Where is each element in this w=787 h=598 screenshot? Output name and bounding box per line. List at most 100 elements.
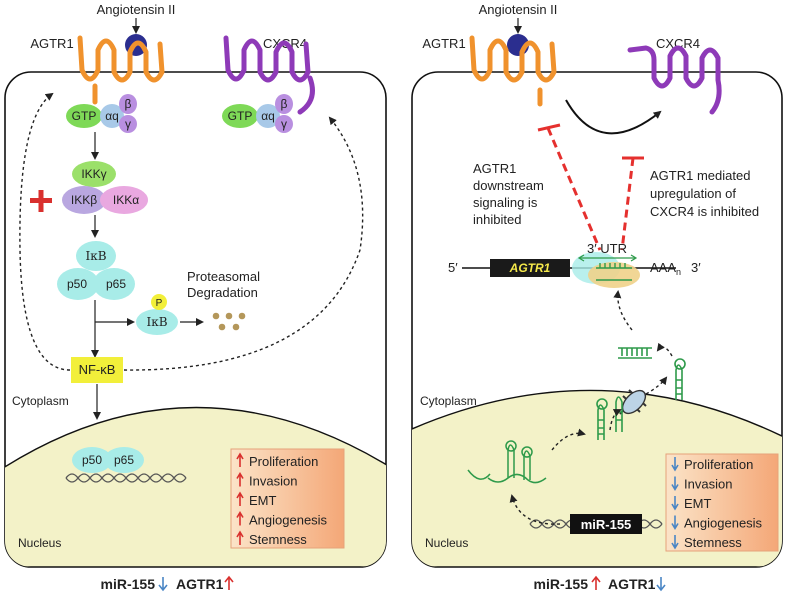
left-nucleus-label: Nucleus bbox=[18, 536, 61, 550]
left-agtr1-receptor bbox=[77, 35, 165, 105]
phospho-ikb: IκB P bbox=[136, 294, 178, 335]
mature-mirna-duplex bbox=[618, 347, 652, 359]
right-agtr1-receptor bbox=[469, 35, 557, 107]
left-gprotein-cxcr4: GTP αq β γ bbox=[222, 94, 293, 133]
gtp-label: GTP bbox=[72, 109, 97, 123]
five-prime-label: 5′ bbox=[448, 260, 458, 275]
ikk-complex: IKKγ IKKβ IKKα bbox=[62, 161, 148, 214]
arrow-hairpin-to-duplex bbox=[656, 342, 673, 357]
right-outcome-item: Proliferation bbox=[684, 457, 753, 472]
gtp-label: GTP bbox=[228, 109, 253, 123]
arrow-mirna-to-utr bbox=[613, 290, 633, 331]
poly-a-text: AAA bbox=[650, 260, 676, 275]
right-agtr1-label: AGTR1 bbox=[422, 36, 465, 51]
nuclear-pore-body bbox=[621, 389, 647, 415]
right-panel: Angiotensin II AGTR1 CXCR4 AGTR1 downstr… bbox=[411, 2, 783, 592]
arrow-premirna-to-pore bbox=[609, 409, 622, 431]
pre-mirna-hairpin bbox=[675, 364, 683, 400]
right-outcome-item: Invasion bbox=[684, 477, 732, 492]
inhibit-right-line2: upregulation of bbox=[650, 186, 736, 201]
agtr1-to-cxcr4-arrow bbox=[565, 99, 662, 135]
gamma-label: γ bbox=[125, 117, 131, 131]
right-caption-up-arrow bbox=[591, 575, 601, 590]
left-outcome-item: Angiogenesis bbox=[249, 513, 328, 528]
left-outcome-item: Proliferation bbox=[249, 454, 318, 469]
utr-label: 3′ UTR bbox=[587, 241, 627, 256]
nuclear-pre-mirna bbox=[597, 404, 605, 440]
feedback-to-cxcr4 bbox=[123, 116, 364, 371]
right-arrow-icon bbox=[671, 476, 679, 492]
ikb-label: IκB bbox=[85, 249, 106, 263]
right-outcome-item: EMT bbox=[684, 496, 712, 511]
ikb-free-label: IκB bbox=[146, 315, 167, 329]
inhibit-right-line3: CXCR4 is inhibited bbox=[650, 204, 759, 219]
inhibit-downstream bbox=[537, 123, 602, 251]
left-outcome-item: Invasion bbox=[249, 474, 297, 489]
ikk-beta-label: IKKβ bbox=[71, 193, 97, 207]
inhibit-left-line1: AGTR1 bbox=[473, 161, 516, 176]
nuclear-pre-mirna-loop bbox=[596, 398, 608, 410]
beta-label: β bbox=[281, 97, 288, 111]
utr-span-arrowheads bbox=[577, 254, 638, 262]
right-outcome-box bbox=[665, 453, 779, 552]
left-outcome-item: EMT bbox=[249, 493, 277, 508]
left-cytoplasm-label: Cytoplasm bbox=[12, 394, 69, 408]
nfkb-label: NF-κB bbox=[79, 362, 116, 377]
left-arrow-icon bbox=[236, 471, 244, 487]
left-outcome-box bbox=[230, 448, 345, 549]
inhibit-cxcr4-upregulation bbox=[620, 156, 644, 251]
right-angiotensin-label: Angiotensin II bbox=[479, 2, 558, 17]
left-caption-agtr1: AGTR1 bbox=[176, 576, 224, 592]
right-caption-agtr1: AGTR1 bbox=[608, 576, 656, 592]
left-gprotein-agtr1: GTP αq β γ bbox=[66, 94, 137, 133]
phospho-label: P bbox=[156, 298, 163, 309]
alpha-q-label: αq bbox=[261, 109, 275, 123]
nuclear-nfkb: p50 p65 bbox=[72, 447, 144, 473]
pre-mirna-loop bbox=[674, 358, 686, 370]
right-cxcr4-label: CXCR4 bbox=[656, 36, 700, 51]
nfkb-box bbox=[71, 357, 123, 383]
left-arrow-icon bbox=[236, 452, 244, 467]
left-panel: Angiotensin II AGTR1 CXCR4 GTP αq β γ GT… bbox=[4, 2, 387, 592]
arrow-gene-to-pri bbox=[509, 494, 561, 525]
left-caption-down-arrow bbox=[158, 577, 168, 592]
gamma-label: γ bbox=[281, 117, 287, 131]
left-caption-mir155: miR-155 bbox=[101, 576, 156, 592]
pri-mirna-transcript bbox=[467, 444, 547, 484]
agtr1-gene-box bbox=[490, 259, 570, 277]
right-caption-down-arrow bbox=[656, 577, 666, 592]
pri-mirna-loop-1 bbox=[505, 440, 517, 452]
left-cxcr4-receptor bbox=[223, 35, 315, 115]
right-caption-mir155: miR-155 bbox=[534, 576, 589, 592]
right-arrow-icon bbox=[671, 515, 679, 531]
mir155-gene-box bbox=[570, 514, 642, 534]
pri-mirna-loop-2 bbox=[521, 446, 533, 458]
inhibit-left-line2: downstream bbox=[473, 178, 544, 193]
three-prime-label: 3′ bbox=[691, 260, 701, 275]
left-angiotensin-label: Angiotensin II bbox=[97, 2, 176, 17]
right-arrow-icon bbox=[671, 535, 679, 550]
right-outcome-item: Angiogenesis bbox=[684, 516, 763, 531]
agtr1-gene-label: AGTR1 bbox=[509, 261, 551, 275]
activation-plus-icon bbox=[30, 190, 52, 212]
inhibit-left-line4: inhibited bbox=[473, 212, 521, 227]
alpha-q-label: αq bbox=[105, 109, 119, 123]
inhibit-left-line3: signaling is bbox=[473, 195, 538, 210]
mir155-gene-label: miR-155 bbox=[581, 517, 632, 532]
nuc-p65-label: p65 bbox=[114, 453, 134, 467]
proteasomal-label: Proteasomal bbox=[187, 269, 260, 284]
degradation-label: Degradation bbox=[187, 285, 258, 300]
beta-label: β bbox=[125, 97, 132, 111]
mirna-binding-site bbox=[588, 262, 640, 288]
right-arrow-icon bbox=[671, 457, 679, 472]
inhibit-right-line1: AGTR1 mediated bbox=[650, 168, 750, 183]
right-cxcr4-receptor bbox=[627, 45, 722, 115]
left-outcome-item: Stemness bbox=[249, 532, 307, 547]
mirna-bound-strand bbox=[596, 263, 632, 281]
right-outcome-item: Stemness bbox=[684, 535, 742, 550]
arrow-pore-to-cytoplasm bbox=[645, 376, 668, 395]
right-arrow-icon bbox=[671, 496, 679, 511]
p50-label: p50 bbox=[67, 277, 87, 291]
